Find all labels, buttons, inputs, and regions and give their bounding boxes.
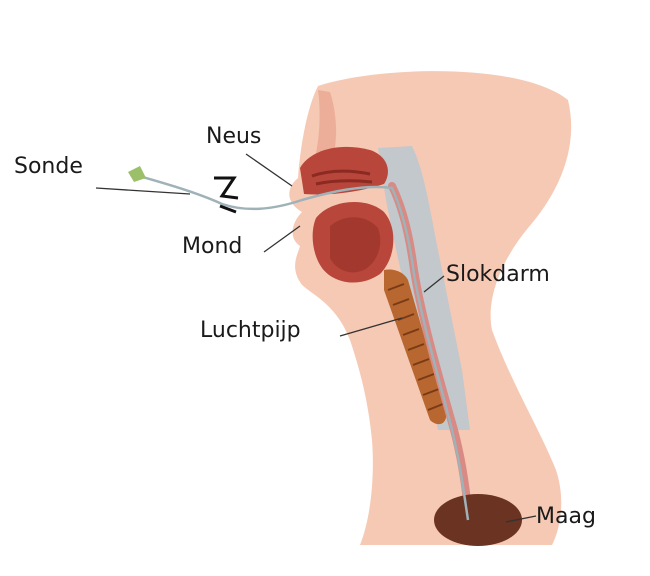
feeding-tube: [131, 172, 470, 521]
label-sonde: Sonde: [14, 154, 83, 179]
label-neus: Neus: [206, 124, 262, 149]
tube-tip: [128, 166, 146, 182]
tongue-shade: [330, 217, 381, 273]
nasal-folds: [311, 169, 373, 186]
leader-sonde: [95, 187, 191, 195]
label-luchtpijp: Luchtpijp: [200, 318, 301, 343]
leader-maag: [505, 515, 537, 523]
tongue: [312, 201, 394, 283]
leader-neus: [245, 153, 293, 187]
leader-lines: [95, 153, 537, 523]
leader-slokdarm: [423, 275, 445, 293]
leader-luchtpijp: [339, 317, 403, 337]
label-slokdarm: Slokdarm: [446, 262, 550, 287]
label-mond: Mond: [182, 234, 243, 259]
tube-clamp: [214, 176, 239, 214]
leader-mond: [263, 225, 301, 253]
label-maag: Maag: [536, 504, 596, 529]
stomach: [434, 494, 522, 546]
